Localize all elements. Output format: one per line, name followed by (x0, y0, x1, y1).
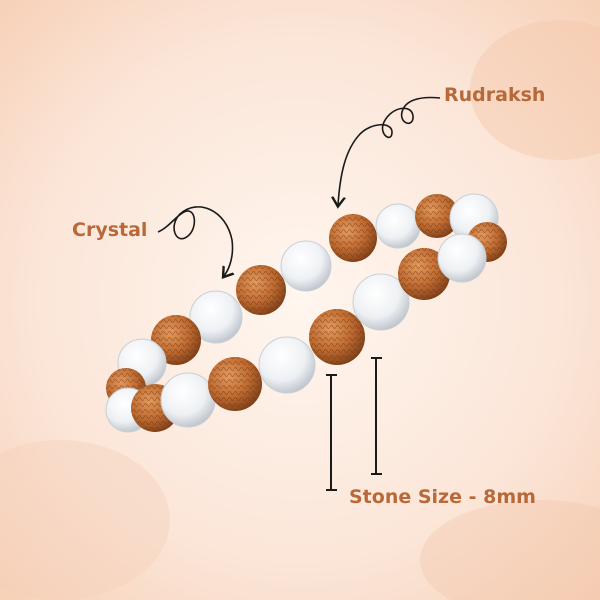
crystal-bead (189, 290, 243, 344)
crystal-bead (352, 273, 410, 331)
rudraksh-bead (208, 357, 262, 411)
rudraksh-bead (309, 309, 365, 365)
rudraksh-bead (236, 265, 286, 315)
crystal-bead (160, 372, 216, 428)
crystal-label: Crystal (72, 219, 148, 241)
rudraksh-arrow (338, 96, 441, 205)
watercolor-blot (470, 20, 600, 160)
crystal-bead (258, 336, 316, 394)
watercolor-blot (420, 500, 600, 600)
rudraksh-bead (398, 248, 450, 300)
crystal-arrow (157, 206, 233, 276)
crystal-bead (437, 233, 487, 283)
rudraksh-label: Rudraksh (444, 84, 546, 106)
watercolor-blot (0, 440, 170, 600)
rudraksh-bead (415, 194, 459, 238)
crystal-bead (375, 203, 421, 249)
size-indicator (326, 357, 382, 491)
bracelet (105, 193, 507, 433)
rudraksh-bead (329, 214, 377, 262)
crystal-bead (280, 240, 332, 292)
stone-size-label: Stone Size - 8mm (349, 486, 536, 508)
